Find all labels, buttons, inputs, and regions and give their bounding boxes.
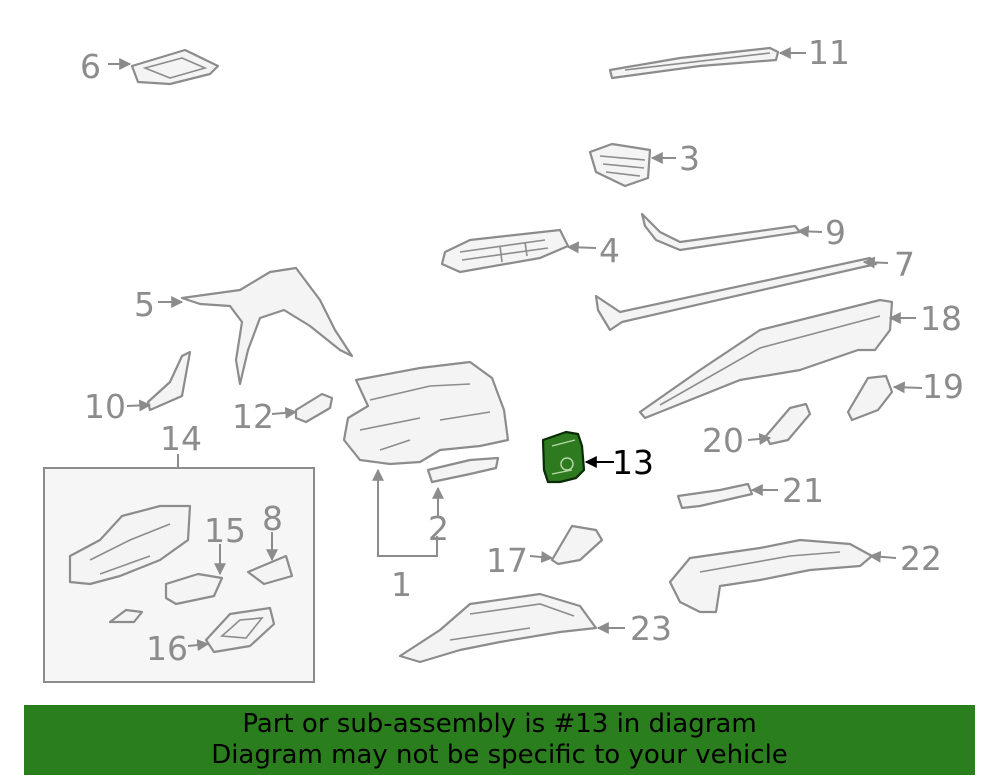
part-2-bracket	[426, 456, 500, 484]
part-12-small-bracket	[294, 392, 334, 424]
part-18-dash-panel	[638, 298, 894, 420]
part-10-bracket	[146, 350, 192, 412]
callout-4: 4	[599, 231, 620, 270]
part-5-side-panel	[180, 266, 354, 386]
callout-11: 11	[808, 33, 850, 72]
callout-8: 8	[262, 499, 283, 538]
part-19-bracket	[846, 374, 894, 422]
part-13-highlighted-bracket	[541, 430, 586, 484]
callout-17: 17	[486, 541, 528, 580]
part-4-center-vent	[440, 228, 570, 274]
callout-13: 13	[612, 443, 654, 482]
part-21-trim	[676, 482, 754, 510]
callout-3: 3	[679, 139, 700, 178]
part-9-trim-strip	[640, 212, 802, 252]
part-3-vent	[588, 142, 652, 188]
part-23-lower-console	[398, 592, 598, 664]
callout-23: 23	[630, 609, 672, 648]
callout-5: 5	[134, 285, 155, 324]
callout-16: 16	[146, 629, 188, 668]
callout-1: 1	[391, 565, 412, 604]
banner-line-1: Part or sub-assembly is #13 in diagram	[242, 709, 757, 739]
callout-12: 12	[232, 397, 274, 436]
part-17-bracket	[550, 524, 604, 566]
part-1-panel-carrier	[342, 360, 510, 466]
callout-10: 10	[84, 387, 126, 426]
callout-22: 22	[900, 539, 942, 578]
part-8	[246, 554, 294, 586]
part-6-tray	[130, 48, 220, 86]
part-22-console	[668, 538, 874, 614]
small-clip	[108, 608, 144, 624]
callout-2: 2	[428, 509, 449, 548]
part-15	[164, 572, 224, 606]
part-7-long-garnish	[594, 256, 878, 332]
callout-7: 7	[894, 245, 915, 284]
callout-21: 21	[782, 471, 824, 510]
callout-14: 14	[160, 419, 202, 458]
callout-20: 20	[702, 421, 744, 460]
callout-15: 15	[204, 511, 246, 550]
banner-line-2: Diagram may not be specific to your vehi…	[211, 740, 788, 770]
callout-18: 18	[920, 299, 962, 338]
info-banner: Part or sub-assembly is #13 in diagram D…	[24, 705, 975, 775]
callout-6: 6	[80, 47, 101, 86]
parts-diagram: 6 11 3 9 4 7 18 5 10 12 19 13 20 21 14 1…	[43, 33, 964, 683]
part-16	[204, 606, 276, 654]
callout-9: 9	[825, 213, 846, 252]
callout-19: 19	[922, 367, 964, 406]
part-14-subassembly	[68, 504, 192, 586]
leader-lines	[108, 47, 923, 652]
part-11-garnish-strip	[608, 46, 780, 80]
part-20-bracket	[764, 402, 812, 446]
